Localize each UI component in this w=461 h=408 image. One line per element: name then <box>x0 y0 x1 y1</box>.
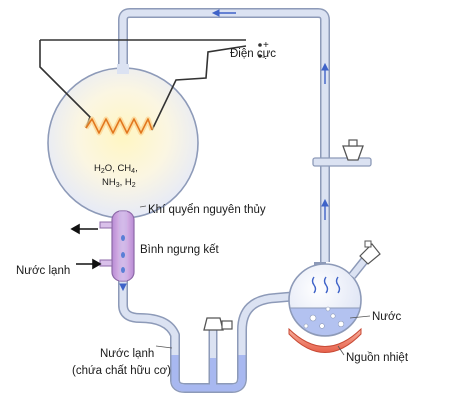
reaction-flask <box>47 64 199 219</box>
svg-text:-: - <box>262 52 265 63</box>
arrow-icon <box>70 223 80 235</box>
gas-formula-line1: H2O, CH4, <box>94 163 138 175</box>
water-flask <box>288 240 381 337</box>
stopcock-icon <box>203 317 233 331</box>
heat-source <box>288 327 362 353</box>
condenser <box>99 210 135 282</box>
leader-lines <box>139 205 371 356</box>
label-heat-source: Nguồn nhiệt <box>346 352 409 364</box>
label-cold-water-trap-1: Nước lạnh <box>100 348 154 360</box>
plus-minus-icon: + - <box>258 40 269 63</box>
arrow-icon <box>92 258 102 270</box>
label-condenser: Bình ngưng kết <box>140 244 219 256</box>
label-cold-water-trap-2: (chứa chất hữu cơ) <box>72 365 171 377</box>
label-water: Nước <box>372 311 402 323</box>
cooling-water-arrows <box>70 223 102 270</box>
spark-icon <box>83 116 155 136</box>
gas-formula-line2: NH3, H2 <box>102 177 136 189</box>
svg-text:+: + <box>263 40 269 51</box>
label-cold-water-in: Nước lạnh <box>16 265 70 277</box>
label-electrodes: Điện cực <box>230 48 276 60</box>
stopcock-icon <box>359 240 381 265</box>
stopcock-icon <box>312 139 372 167</box>
arrow-icon <box>119 283 127 292</box>
label-atmosphere: Khí quyển nguyên thủy <box>148 204 266 216</box>
